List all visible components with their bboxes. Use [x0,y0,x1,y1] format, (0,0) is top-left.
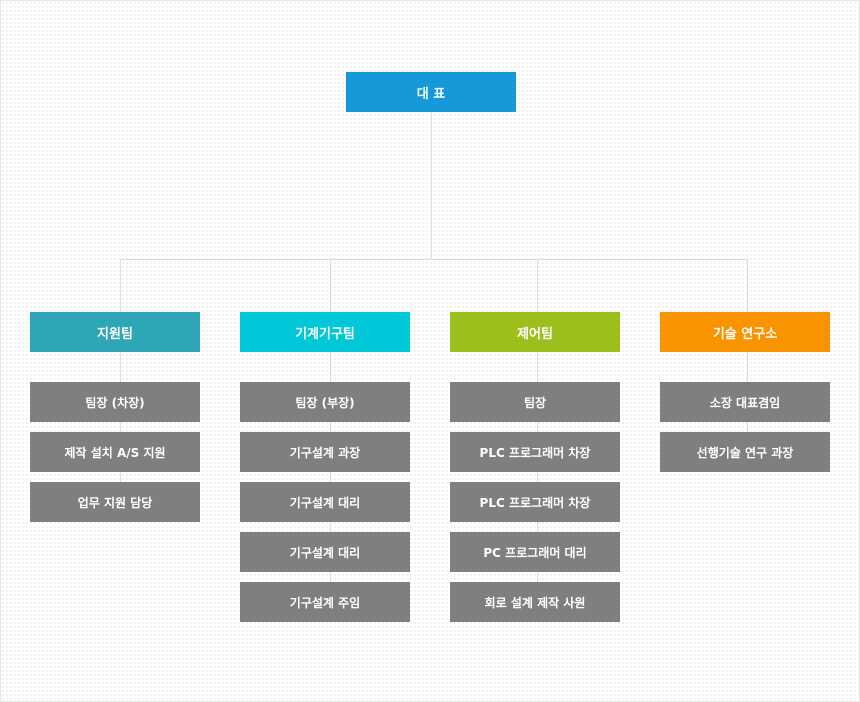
connector-members-3 [537,352,538,602]
team-support-header: 지원팀 [30,312,200,352]
member-box: 팀장 (차장) [30,382,200,422]
team-label: 기술 연구소 [712,326,778,342]
ceo-label: 대 표 [416,86,446,102]
team-label: 지원팀 [97,326,133,342]
member-box: 기구설계 대리 [240,482,410,522]
member-box: 기구설계 대리 [240,532,410,572]
connector-team-1 [120,259,121,312]
connector-team-2 [330,259,331,312]
connector-members-2 [330,352,331,602]
member-box: 회로 설계 제작 사원 [450,582,620,622]
member-label: 소장 대표겸임 [709,395,781,410]
member-box: 선행기술 연구 과장 [660,432,830,472]
member-box: 기구설계 과장 [240,432,410,472]
member-label: PC 프로그래머 대리 [483,545,587,560]
member-box: PLC 프로그래머 차장 [450,482,620,522]
member-box: 팀장 (부장) [240,382,410,422]
team-label: 제어팀 [517,326,553,342]
member-box: 기구설계 주임 [240,582,410,622]
member-label: PLC 프로그래머 차장 [479,495,591,510]
connector-horizontal-bus [120,259,747,260]
member-label: 팀장 (부장) [295,395,355,410]
member-label: 팀장 (차장) [85,395,145,410]
ceo-box: 대 표 [346,72,516,112]
connector-members-1 [120,352,121,502]
member-label: 팀장 [523,395,547,410]
member-box: 팀장 [450,382,620,422]
member-label: PLC 프로그래머 차장 [479,445,591,460]
member-box: PLC 프로그래머 차장 [450,432,620,472]
member-box: 소장 대표겸임 [660,382,830,422]
member-box: 제작 설치 A/S 지원 [30,432,200,472]
member-label: 기구설계 대리 [289,545,361,560]
team-label: 기계기구팀 [295,326,355,342]
member-label: 업무 지원 담당 [77,495,153,510]
member-label: 선행기술 연구 과장 [696,445,794,460]
member-box: 업무 지원 담당 [30,482,200,522]
connector-team-3 [537,259,538,312]
member-label: 기구설계 대리 [289,495,361,510]
member-label: 기구설계 과장 [289,445,361,460]
member-label: 회로 설계 제작 사원 [484,595,586,610]
team-mechanical-header: 기계기구팀 [240,312,410,352]
member-label: 제작 설치 A/S 지원 [64,445,166,460]
connector-ceo-trunk [431,112,432,259]
team-control-header: 제어팀 [450,312,620,352]
team-research-header: 기술 연구소 [660,312,830,352]
member-box: PC 프로그래머 대리 [450,532,620,572]
member-label: 기구설계 주임 [289,595,361,610]
connector-team-4 [747,259,748,312]
